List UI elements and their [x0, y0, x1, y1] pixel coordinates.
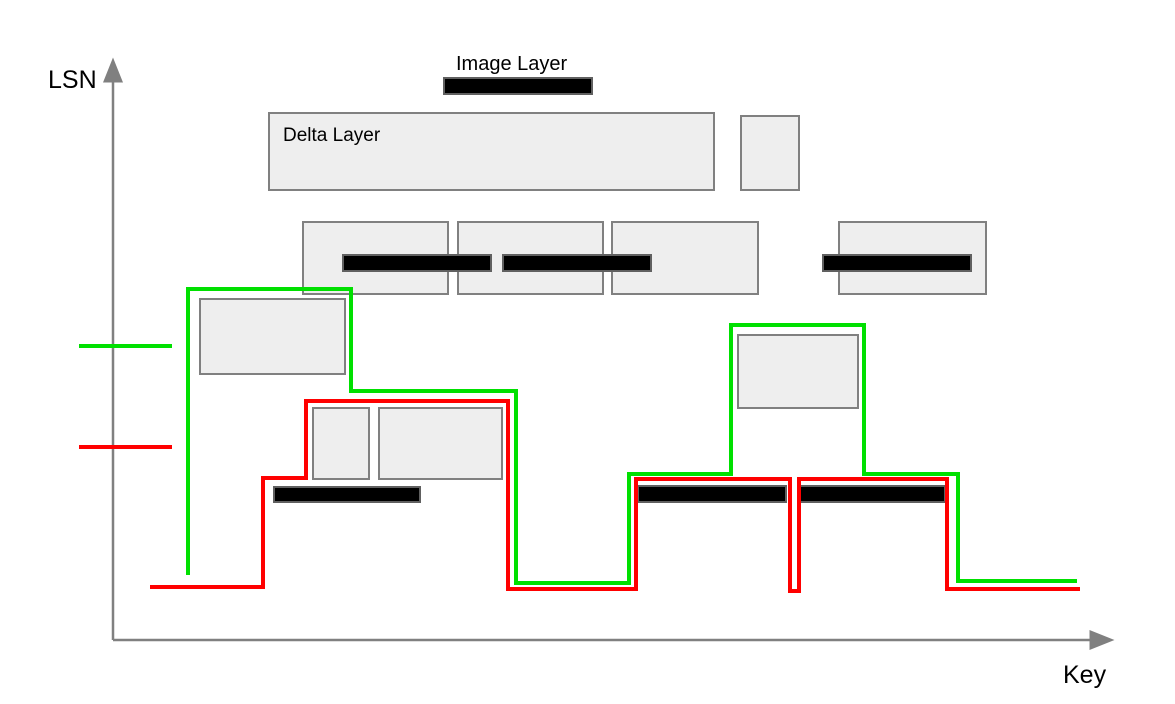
- record-row2-left: [342, 254, 492, 272]
- y-axis-label: LSN: [48, 66, 97, 94]
- record-row2-far-right: [822, 254, 972, 272]
- record-lower-left: [273, 486, 421, 503]
- record-lower-right: [799, 485, 946, 503]
- record-lower-mid: [637, 485, 787, 503]
- page-green-right[interactable]: [737, 334, 859, 409]
- delta-layer-box[interactable]: [268, 112, 715, 191]
- page-red-wide[interactable]: [378, 407, 503, 480]
- record-row2-right: [502, 254, 652, 272]
- page-green-left[interactable]: [199, 298, 346, 375]
- page-red-small[interactable]: [312, 407, 370, 480]
- record-image-layer: [443, 77, 593, 95]
- x-axis-label: Key: [1063, 661, 1107, 689]
- red-lsn-boundary-line: [150, 399, 1080, 593]
- image-layer-label: Image Layer: [456, 53, 568, 75]
- delta-layer-box-small[interactable]: [740, 115, 800, 191]
- delta-layer-label: Delta Layer: [283, 125, 381, 146]
- green-lsn-boundary-line: [186, 287, 1077, 585]
